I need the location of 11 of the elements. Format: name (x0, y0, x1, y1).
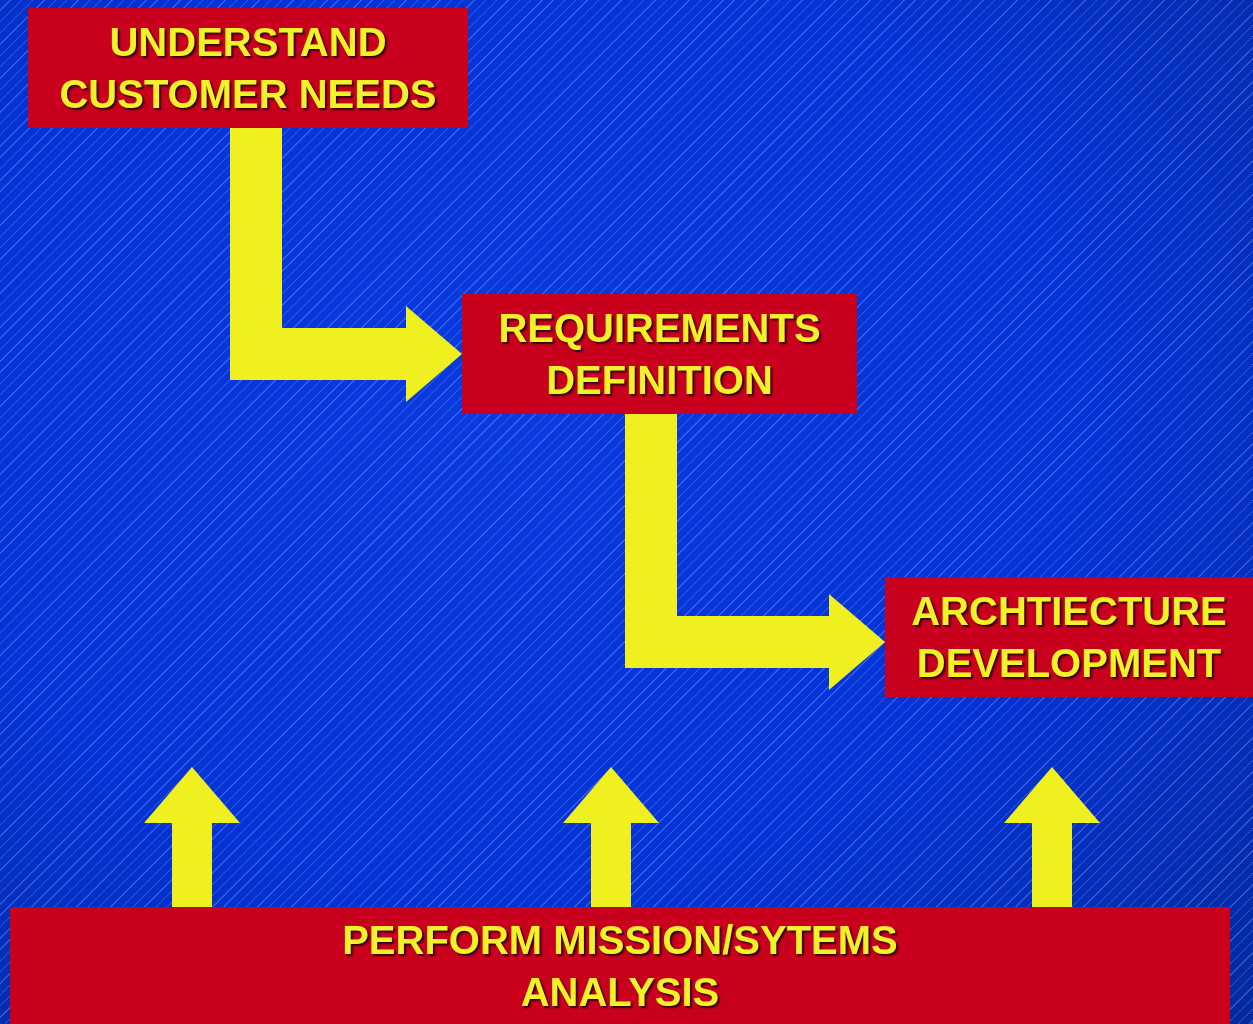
arrow (563, 767, 659, 907)
process-box (28, 8, 468, 128)
box-label: ARCHTIECTURE DEVELOPMENT (910, 588, 1228, 687)
process-box (10, 907, 1230, 1024)
arrow (144, 767, 240, 907)
box-label: REQUIREMENTS DEFINITION (497, 305, 822, 404)
box-label: PERFORM MISSION/SYTEMS ANALYSIS (341, 916, 899, 1016)
arrow (1004, 767, 1100, 907)
process-box (462, 294, 857, 414)
box-label: UNDERSTAND CUSTOMER NEEDS (58, 19, 438, 118)
process-box (885, 577, 1253, 697)
